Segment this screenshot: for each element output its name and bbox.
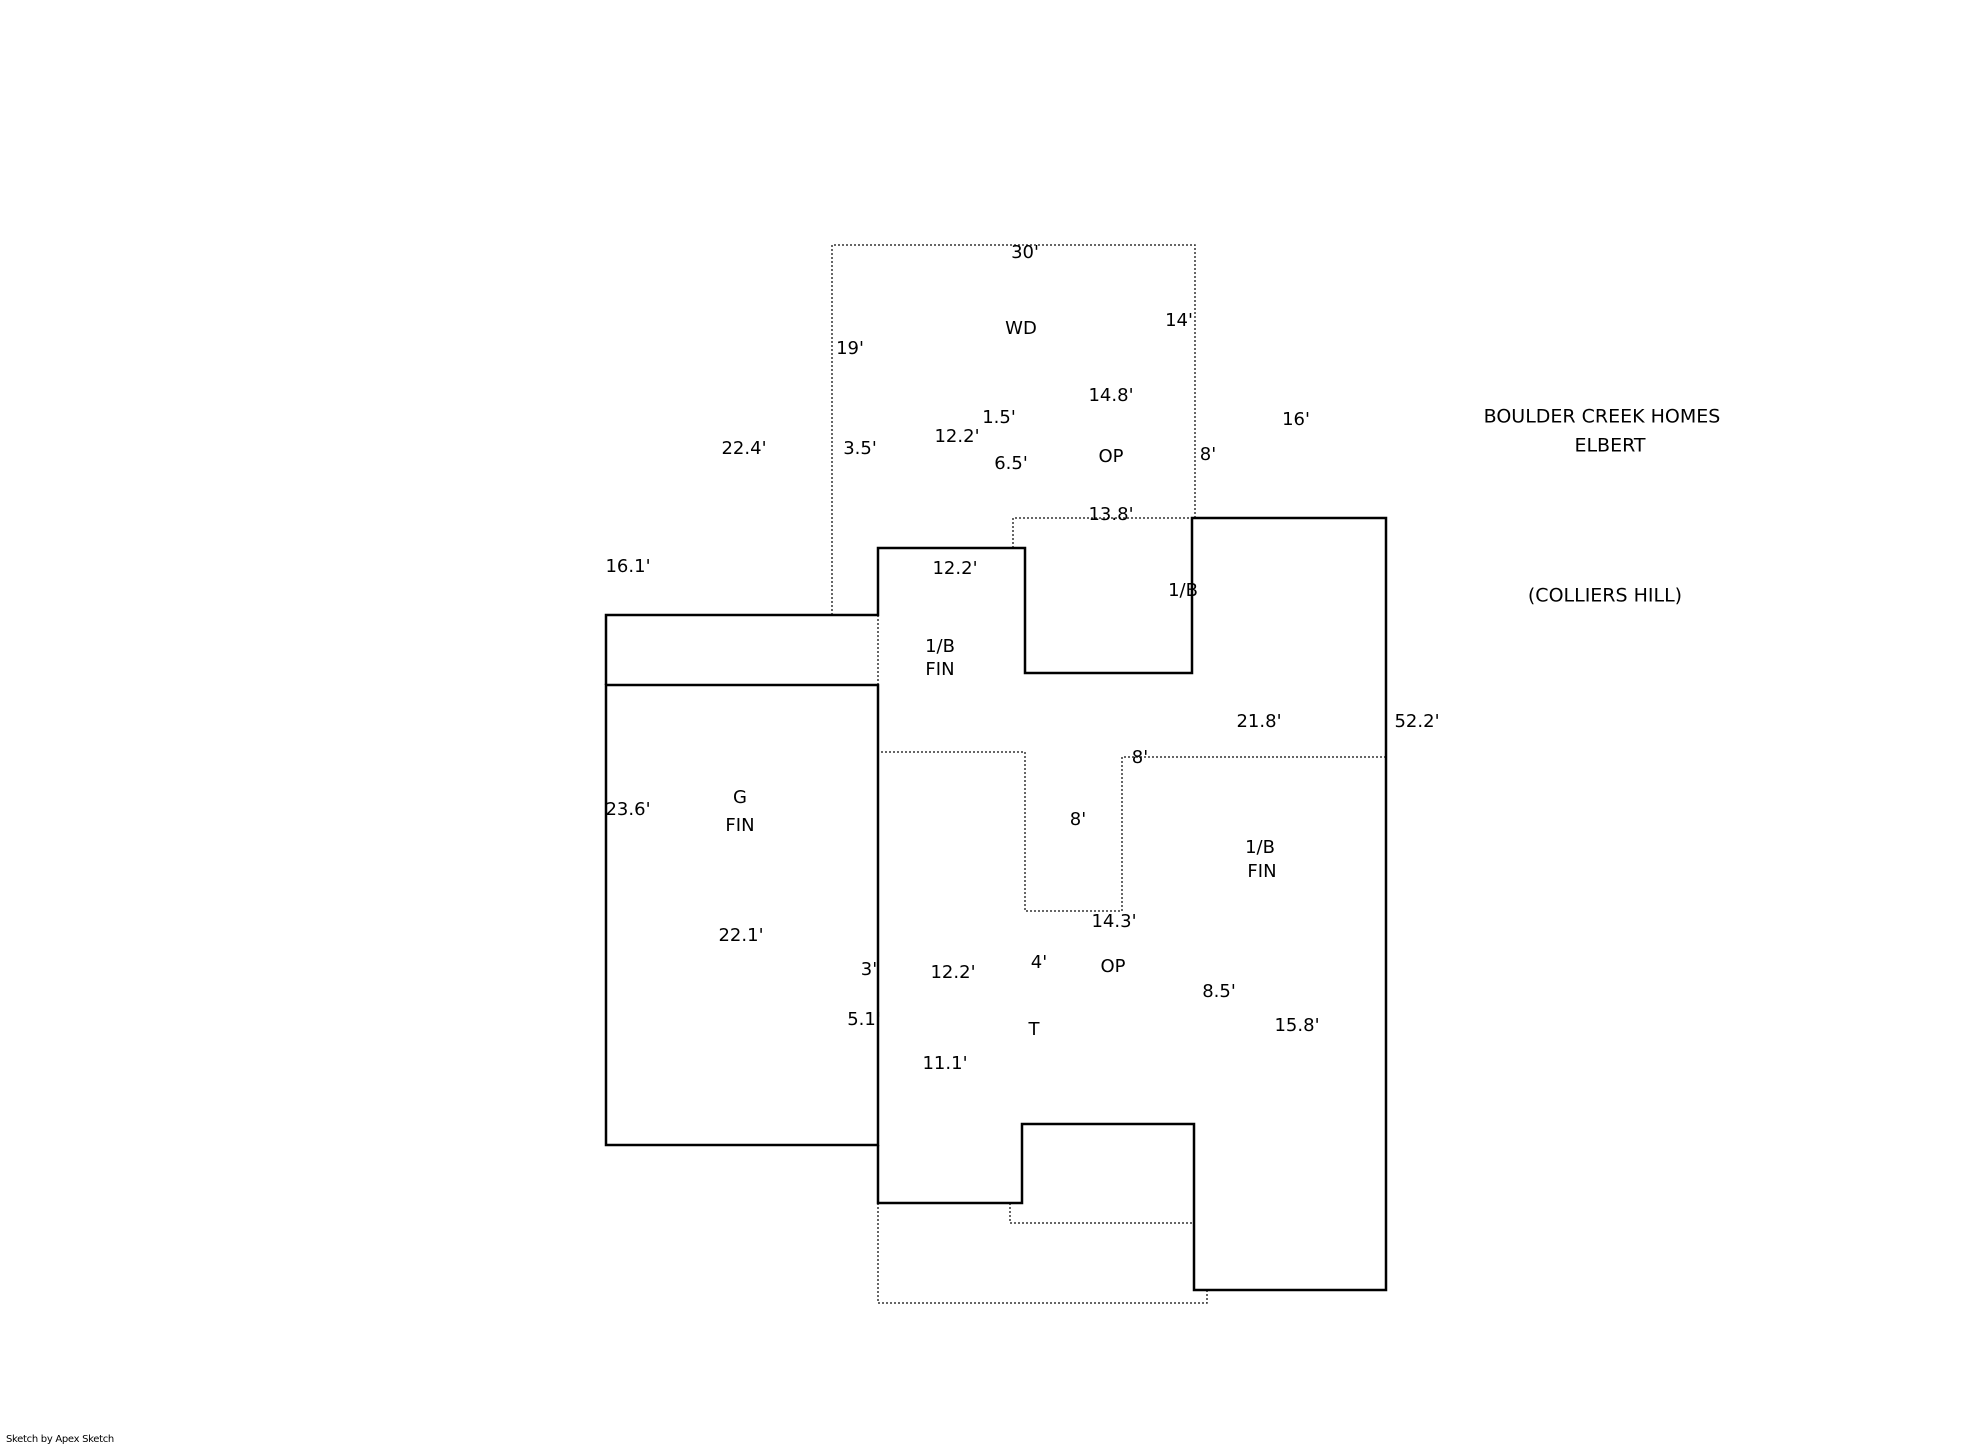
dim-label: 8': [1132, 747, 1148, 768]
area-label-op-top: OP: [1098, 446, 1123, 467]
dim-label: 22.1': [718, 925, 763, 946]
dim-label: 52.2': [1394, 711, 1439, 732]
dim-label: 14.8': [1088, 385, 1133, 406]
dim-label: 14': [1165, 310, 1193, 331]
area-label-garage-fin: FIN: [725, 815, 754, 836]
dim-label: 4': [1031, 952, 1047, 973]
open-porch-bottom-outline: [1009, 1203, 1194, 1224]
dim-label: 12.2': [932, 558, 977, 579]
dim-label: 22.4': [721, 438, 766, 459]
wood-deck-outline: [831, 244, 1196, 615]
dim-label: 1.5': [982, 407, 1016, 428]
terrace-outline: [877, 1203, 1208, 1304]
dim-label: 8': [1070, 809, 1086, 830]
header-county: ELBERT: [1574, 435, 1645, 457]
dim-label: 11.1': [922, 1053, 967, 1074]
area-label-living-lower: 1/B: [1245, 837, 1275, 858]
dim-label: 14.3': [1091, 911, 1136, 932]
house-outline: [604, 516, 1388, 1292]
header-builder: BOULDER CREEK HOMES: [1484, 406, 1721, 428]
dim-label: 21.8': [1236, 711, 1281, 732]
area-label-living-mid: 1/B: [925, 636, 955, 657]
garage-outline: [604, 683, 880, 1147]
dim-label: 15.8': [1274, 1015, 1319, 1036]
dim-label: 23.6': [605, 799, 650, 820]
footer-credit: Sketch by Apex Sketch: [6, 1434, 114, 1445]
dim-label: 5.1': [847, 1009, 881, 1030]
dim-label: 3.5': [843, 438, 877, 459]
dim-label: 12.2': [930, 962, 975, 983]
open-porch-top-outline: [1012, 517, 1192, 548]
header-subdivision: (COLLIERS HILL): [1528, 585, 1682, 607]
area-label-living-lower-fin: FIN: [1247, 861, 1276, 882]
area-label-wd: WD: [1005, 318, 1037, 339]
dim-label: 6.5': [994, 453, 1028, 474]
area-label-garage: G: [733, 787, 747, 808]
dim-label: 13.8': [1088, 504, 1133, 525]
dim-label: 30': [1011, 242, 1039, 263]
dim-label: 19': [836, 338, 864, 359]
dim-label: 16': [1282, 409, 1310, 430]
area-label-terrace: T: [1028, 1019, 1041, 1040]
dim-label: 3': [861, 959, 877, 980]
area-label-living-mid-fin: FIN: [925, 659, 954, 680]
area-label-op-bottom: OP: [1100, 956, 1125, 977]
dim-label: 8': [1200, 444, 1216, 465]
dim-label: 16.1': [605, 556, 650, 577]
area-label-living-upper: 1/B: [1168, 580, 1198, 601]
dim-label: 12.2': [934, 426, 979, 447]
dim-label: 8.5': [1202, 981, 1236, 1002]
